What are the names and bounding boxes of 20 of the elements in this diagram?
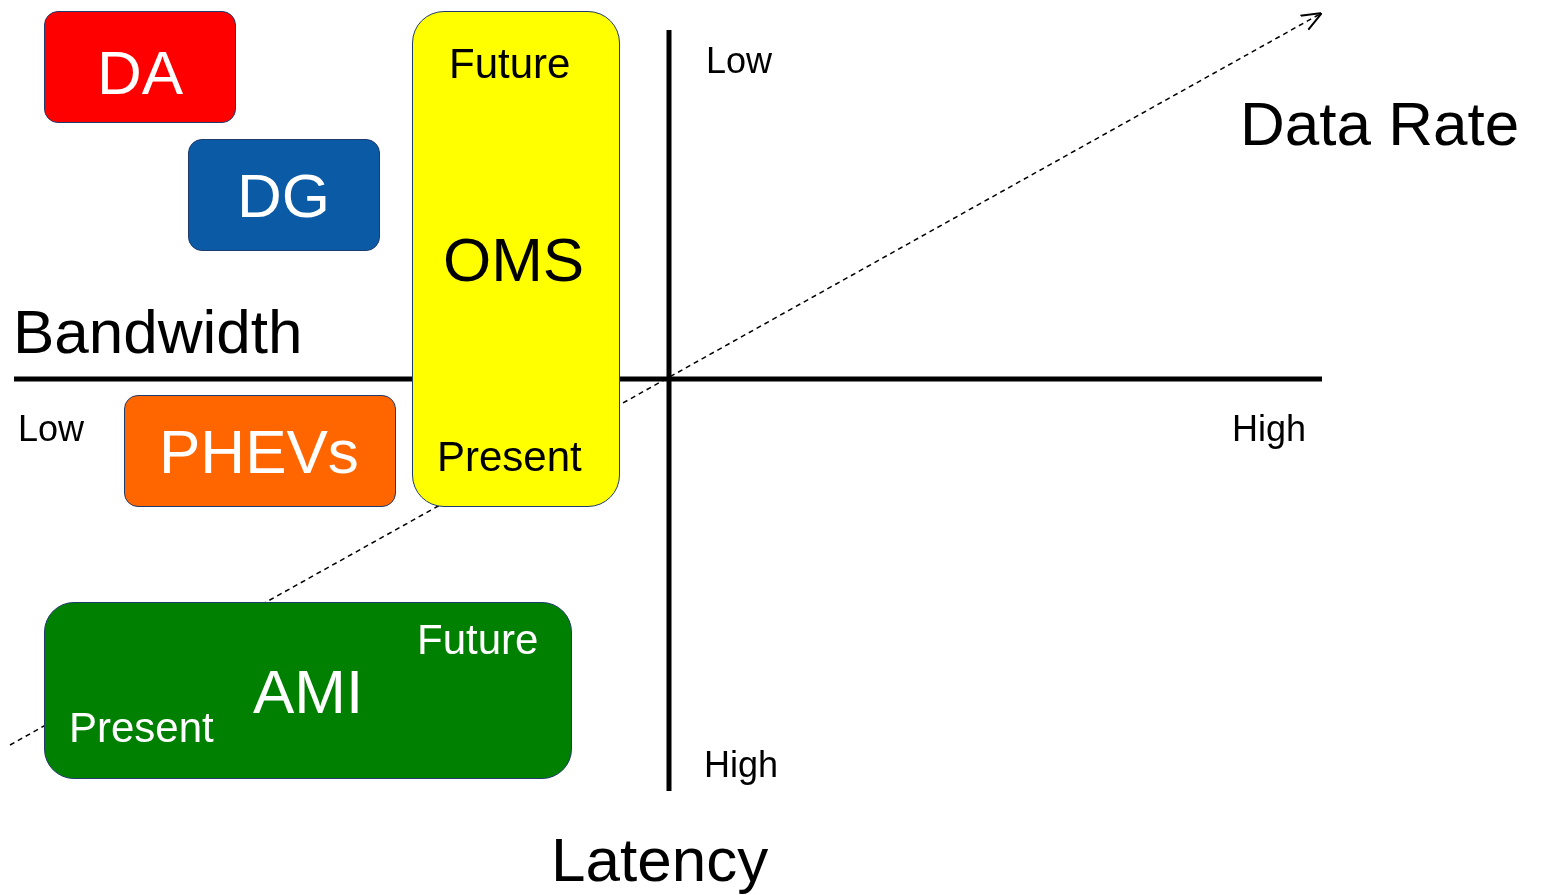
box-text: Future	[449, 43, 571, 85]
box-text: Future	[417, 619, 539, 661]
box-text: Present	[437, 436, 582, 478]
axis-end-label: Low	[706, 43, 773, 79]
box-text: DG	[237, 165, 330, 227]
axis-end-label: Low	[18, 411, 85, 447]
category-box	[124, 395, 396, 507]
box-text: PHEVs	[159, 421, 359, 483]
box-text: DA	[97, 42, 184, 104]
category-box	[44, 11, 236, 123]
range-box	[44, 602, 572, 779]
box-text: OMS	[443, 229, 585, 291]
axis-end-label: High	[704, 747, 779, 783]
category-box	[188, 139, 380, 251]
range-box	[412, 11, 620, 507]
axis-title: Data Rate	[1240, 93, 1520, 155]
axis-title: Bandwidth	[13, 301, 303, 363]
box-text: AMI	[253, 661, 364, 723]
box-text: Present	[69, 707, 214, 749]
axis-end-label: High	[1232, 411, 1307, 447]
